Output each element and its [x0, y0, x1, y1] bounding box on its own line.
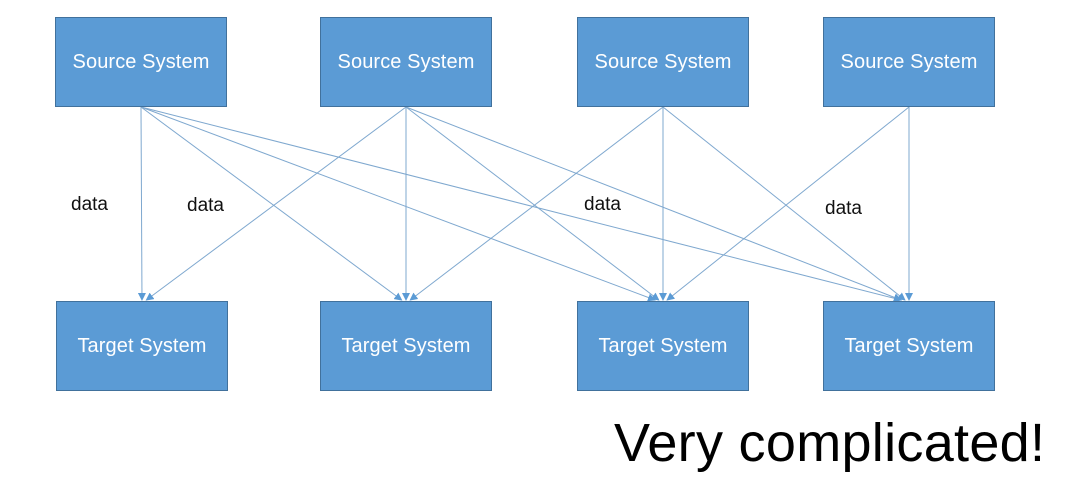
edge-s4-to-t3 [666, 106, 910, 301]
edge-label-data-2: data [187, 195, 224, 216]
edge-s2-to-t3 [405, 106, 660, 301]
edge-s1-to-t2 [140, 106, 403, 301]
edge-label-data-1: data [71, 194, 108, 215]
node-label: Target System [341, 334, 471, 357]
source-system-node-3[interactable]: Source System [577, 17, 749, 107]
node-label: Target System [77, 334, 207, 357]
node-label: Source System [72, 50, 210, 73]
target-system-node-3[interactable]: Target System [577, 301, 749, 391]
edge-s1-to-t3 [140, 106, 656, 302]
source-system-node-4[interactable]: Source System [823, 17, 995, 107]
target-system-node-4[interactable]: Target System [823, 301, 995, 391]
caption-very-complicated: Very complicated! [614, 413, 1046, 473]
edge-s2-to-t1 [145, 106, 407, 301]
node-label: Source System [594, 50, 732, 73]
target-system-node-1[interactable]: Target System [56, 301, 228, 391]
source-system-node-1[interactable]: Source System [55, 17, 227, 107]
node-label: Target System [844, 334, 974, 357]
edge-s1-to-t1 [137, 106, 146, 301]
edge-s2-to-t4 [405, 106, 902, 302]
target-system-node-2[interactable]: Target System [320, 301, 492, 391]
edge-label-data-4: data [825, 198, 862, 219]
node-label: Target System [598, 334, 728, 357]
edge-s1-to-t4 [140, 106, 902, 303]
source-system-node-2[interactable]: Source System [320, 17, 492, 107]
edge-s3-to-t4 [662, 106, 906, 301]
node-label: Source System [337, 50, 475, 73]
node-label: Source System [840, 50, 978, 73]
edge-s3-to-t2 [409, 106, 664, 301]
edge-label-data-3: data [584, 194, 621, 215]
